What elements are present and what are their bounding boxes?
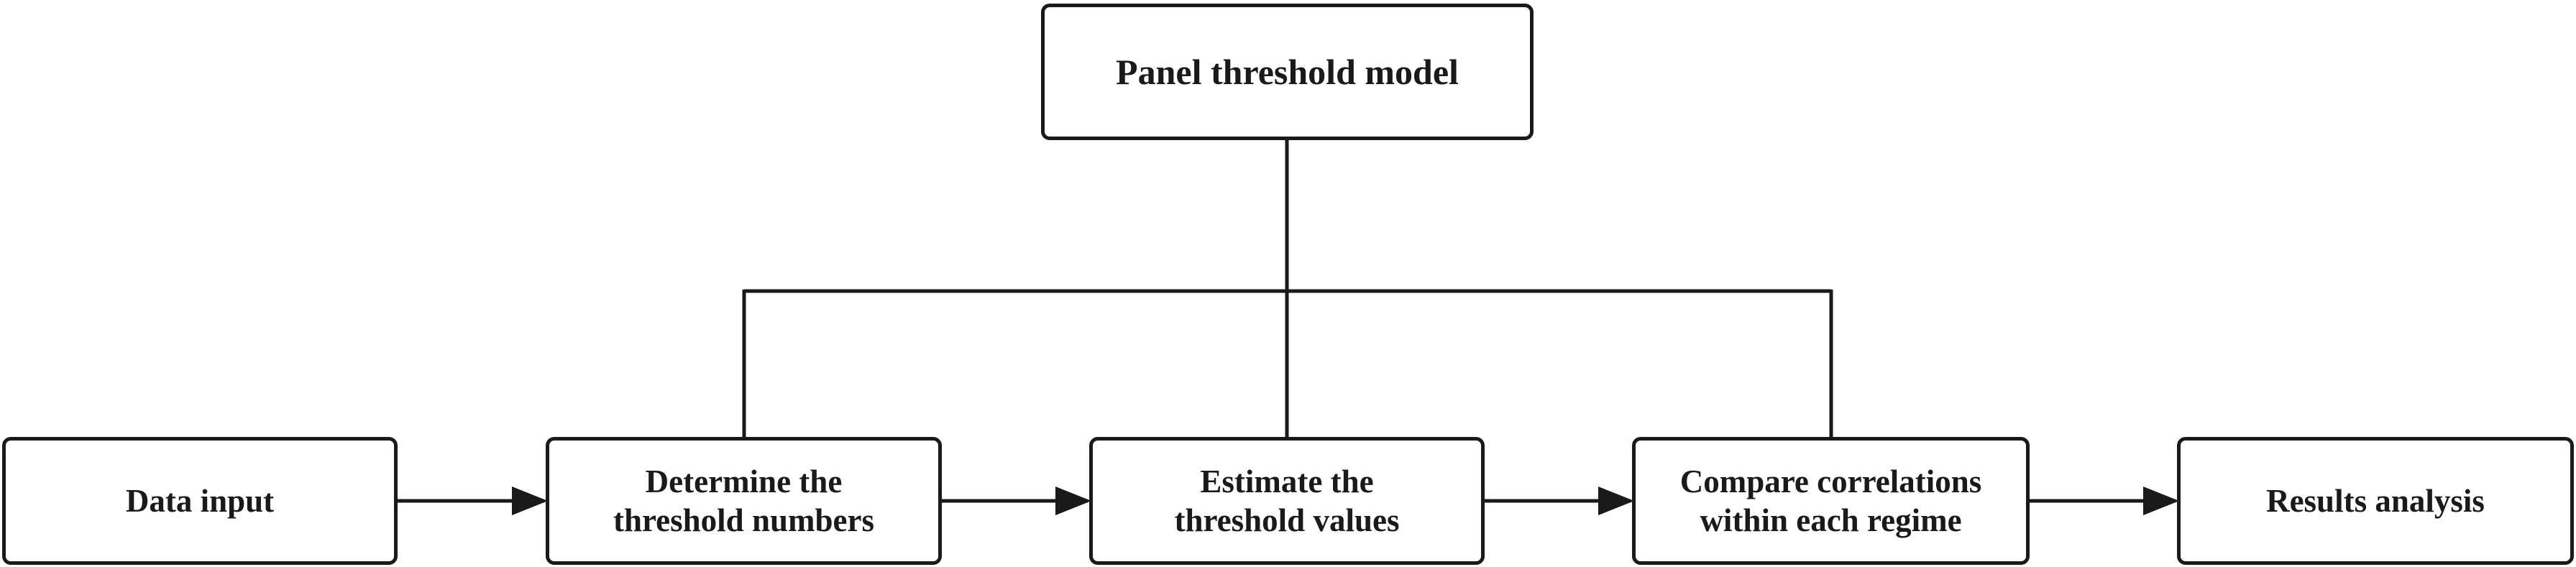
data-input-label: Data input bbox=[125, 483, 275, 519]
estimate-threshold-values-label: Estimate the threshold values bbox=[1174, 464, 1400, 538]
estimate-threshold-values-node: Estimate the threshold values bbox=[1089, 437, 1485, 565]
results-analysis-label: Results analysis bbox=[2266, 483, 2485, 519]
results-analysis-node: Results analysis bbox=[2177, 437, 2574, 565]
data-input-node: Data input bbox=[2, 437, 398, 565]
panel-threshold-model-label: Panel threshold model bbox=[1116, 52, 1459, 92]
panel-threshold-model-node: Panel threshold model bbox=[1041, 4, 1534, 140]
compare-correlations-node: Compare correlations within each regime bbox=[1632, 437, 2030, 565]
compare-correlations-label: Compare correlations within each regime bbox=[1679, 464, 1982, 538]
determine-threshold-numbers-node: Determine the threshold numbers bbox=[546, 437, 942, 565]
determine-threshold-numbers-label: Determine the threshold numbers bbox=[613, 464, 874, 538]
